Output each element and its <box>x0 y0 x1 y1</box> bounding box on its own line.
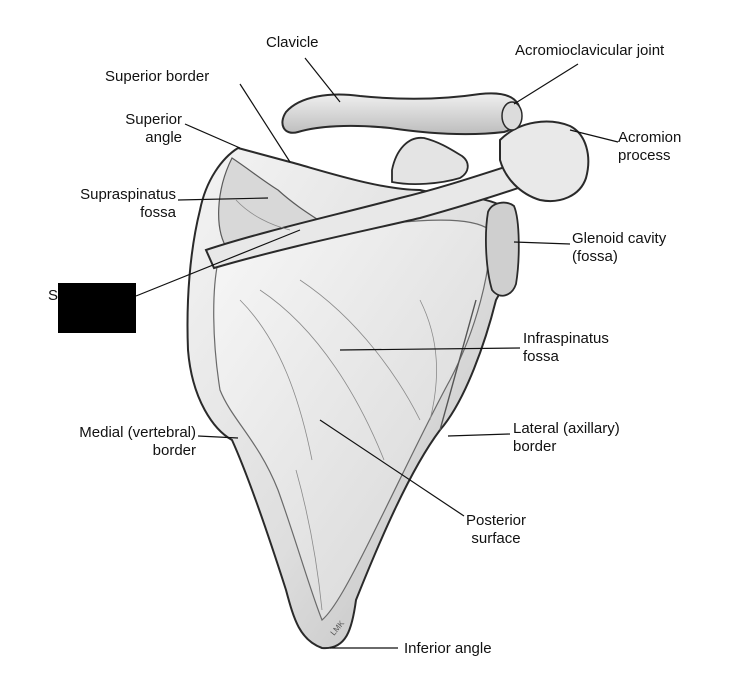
leader-superior-angle <box>184 123 241 149</box>
leader-glenoid <box>513 241 571 245</box>
label-superior-border: Superior border <box>105 68 210 85</box>
leader-superior-border <box>239 83 291 163</box>
leader-acromioclavicular-joint <box>513 63 579 105</box>
label-supraspinatus-fossa-line2: fossa <box>140 204 176 221</box>
label-posterior-surface-line2: surface <box>471 530 521 547</box>
label-acromion-process-line1: Acromion <box>618 129 682 146</box>
label-acromion-process-line2: process <box>618 147 671 164</box>
label-superior-angle-line2: angle <box>145 129 182 146</box>
label-medial-border-line2: border <box>152 442 196 459</box>
leader-lateral-border <box>447 433 511 437</box>
glenoid-cavity <box>485 201 520 297</box>
label-spine-partial: S <box>48 287 59 304</box>
label-posterior-surface: Posterior surface <box>456 512 536 548</box>
label-infraspinatus-fossa: Infraspinatus fossa <box>523 330 609 366</box>
lateral-border-ridge <box>439 299 477 431</box>
label-lateral-border-line1: Lateral (axillary) <box>513 420 620 437</box>
leader-acromion <box>569 129 619 143</box>
leader-supraspinatus <box>177 197 269 201</box>
leader-posterior-surface <box>319 419 465 517</box>
redaction-box <box>58 283 136 333</box>
label-supraspinatus-fossa: Supraspinatus fossa <box>40 186 176 222</box>
coracoid-process <box>391 137 469 185</box>
label-lateral-border-line2: border <box>513 438 557 455</box>
label-medial-border-line1: Medial (vertebral) <box>79 424 196 441</box>
label-inferior-angle: Inferior angle <box>404 640 492 657</box>
label-glenoid-cavity: Glenoid cavity (fossa) <box>572 230 666 266</box>
label-superior-angle-line1: Superior <box>125 111 182 128</box>
leader-infraspinatus <box>339 347 521 351</box>
acromioclavicular-joint-mark <box>501 101 523 131</box>
acromion-process <box>499 120 590 202</box>
label-posterior-surface-line1: Posterior <box>465 512 527 529</box>
label-glenoid-cavity-line2: (fossa) <box>572 248 618 265</box>
clavicle-bone <box>281 92 522 136</box>
label-infraspinatus-fossa-line1: Infraspinatus <box>523 330 609 347</box>
leader-spine <box>135 229 301 297</box>
label-medial-border: Medial (vertebral) border <box>30 424 196 460</box>
label-clavicle: Clavicle <box>266 34 319 51</box>
label-lateral-border: Lateral (axillary) border <box>513 420 620 456</box>
label-infraspinatus-fossa-line2: fossa <box>523 348 559 365</box>
label-glenoid-cavity-line1: Glenoid cavity <box>572 230 667 247</box>
label-acromioclavicular-joint: Acromioclavicular joint <box>515 42 665 59</box>
leader-lines <box>135 57 619 649</box>
label-supraspinatus-fossa-line1: Supraspinatus <box>80 186 176 203</box>
leader-clavicle <box>304 57 341 103</box>
leader-medial-border <box>197 435 239 439</box>
label-superior-angle: Superior angle <box>102 111 182 147</box>
label-acromion-process: Acromion process <box>618 129 681 165</box>
